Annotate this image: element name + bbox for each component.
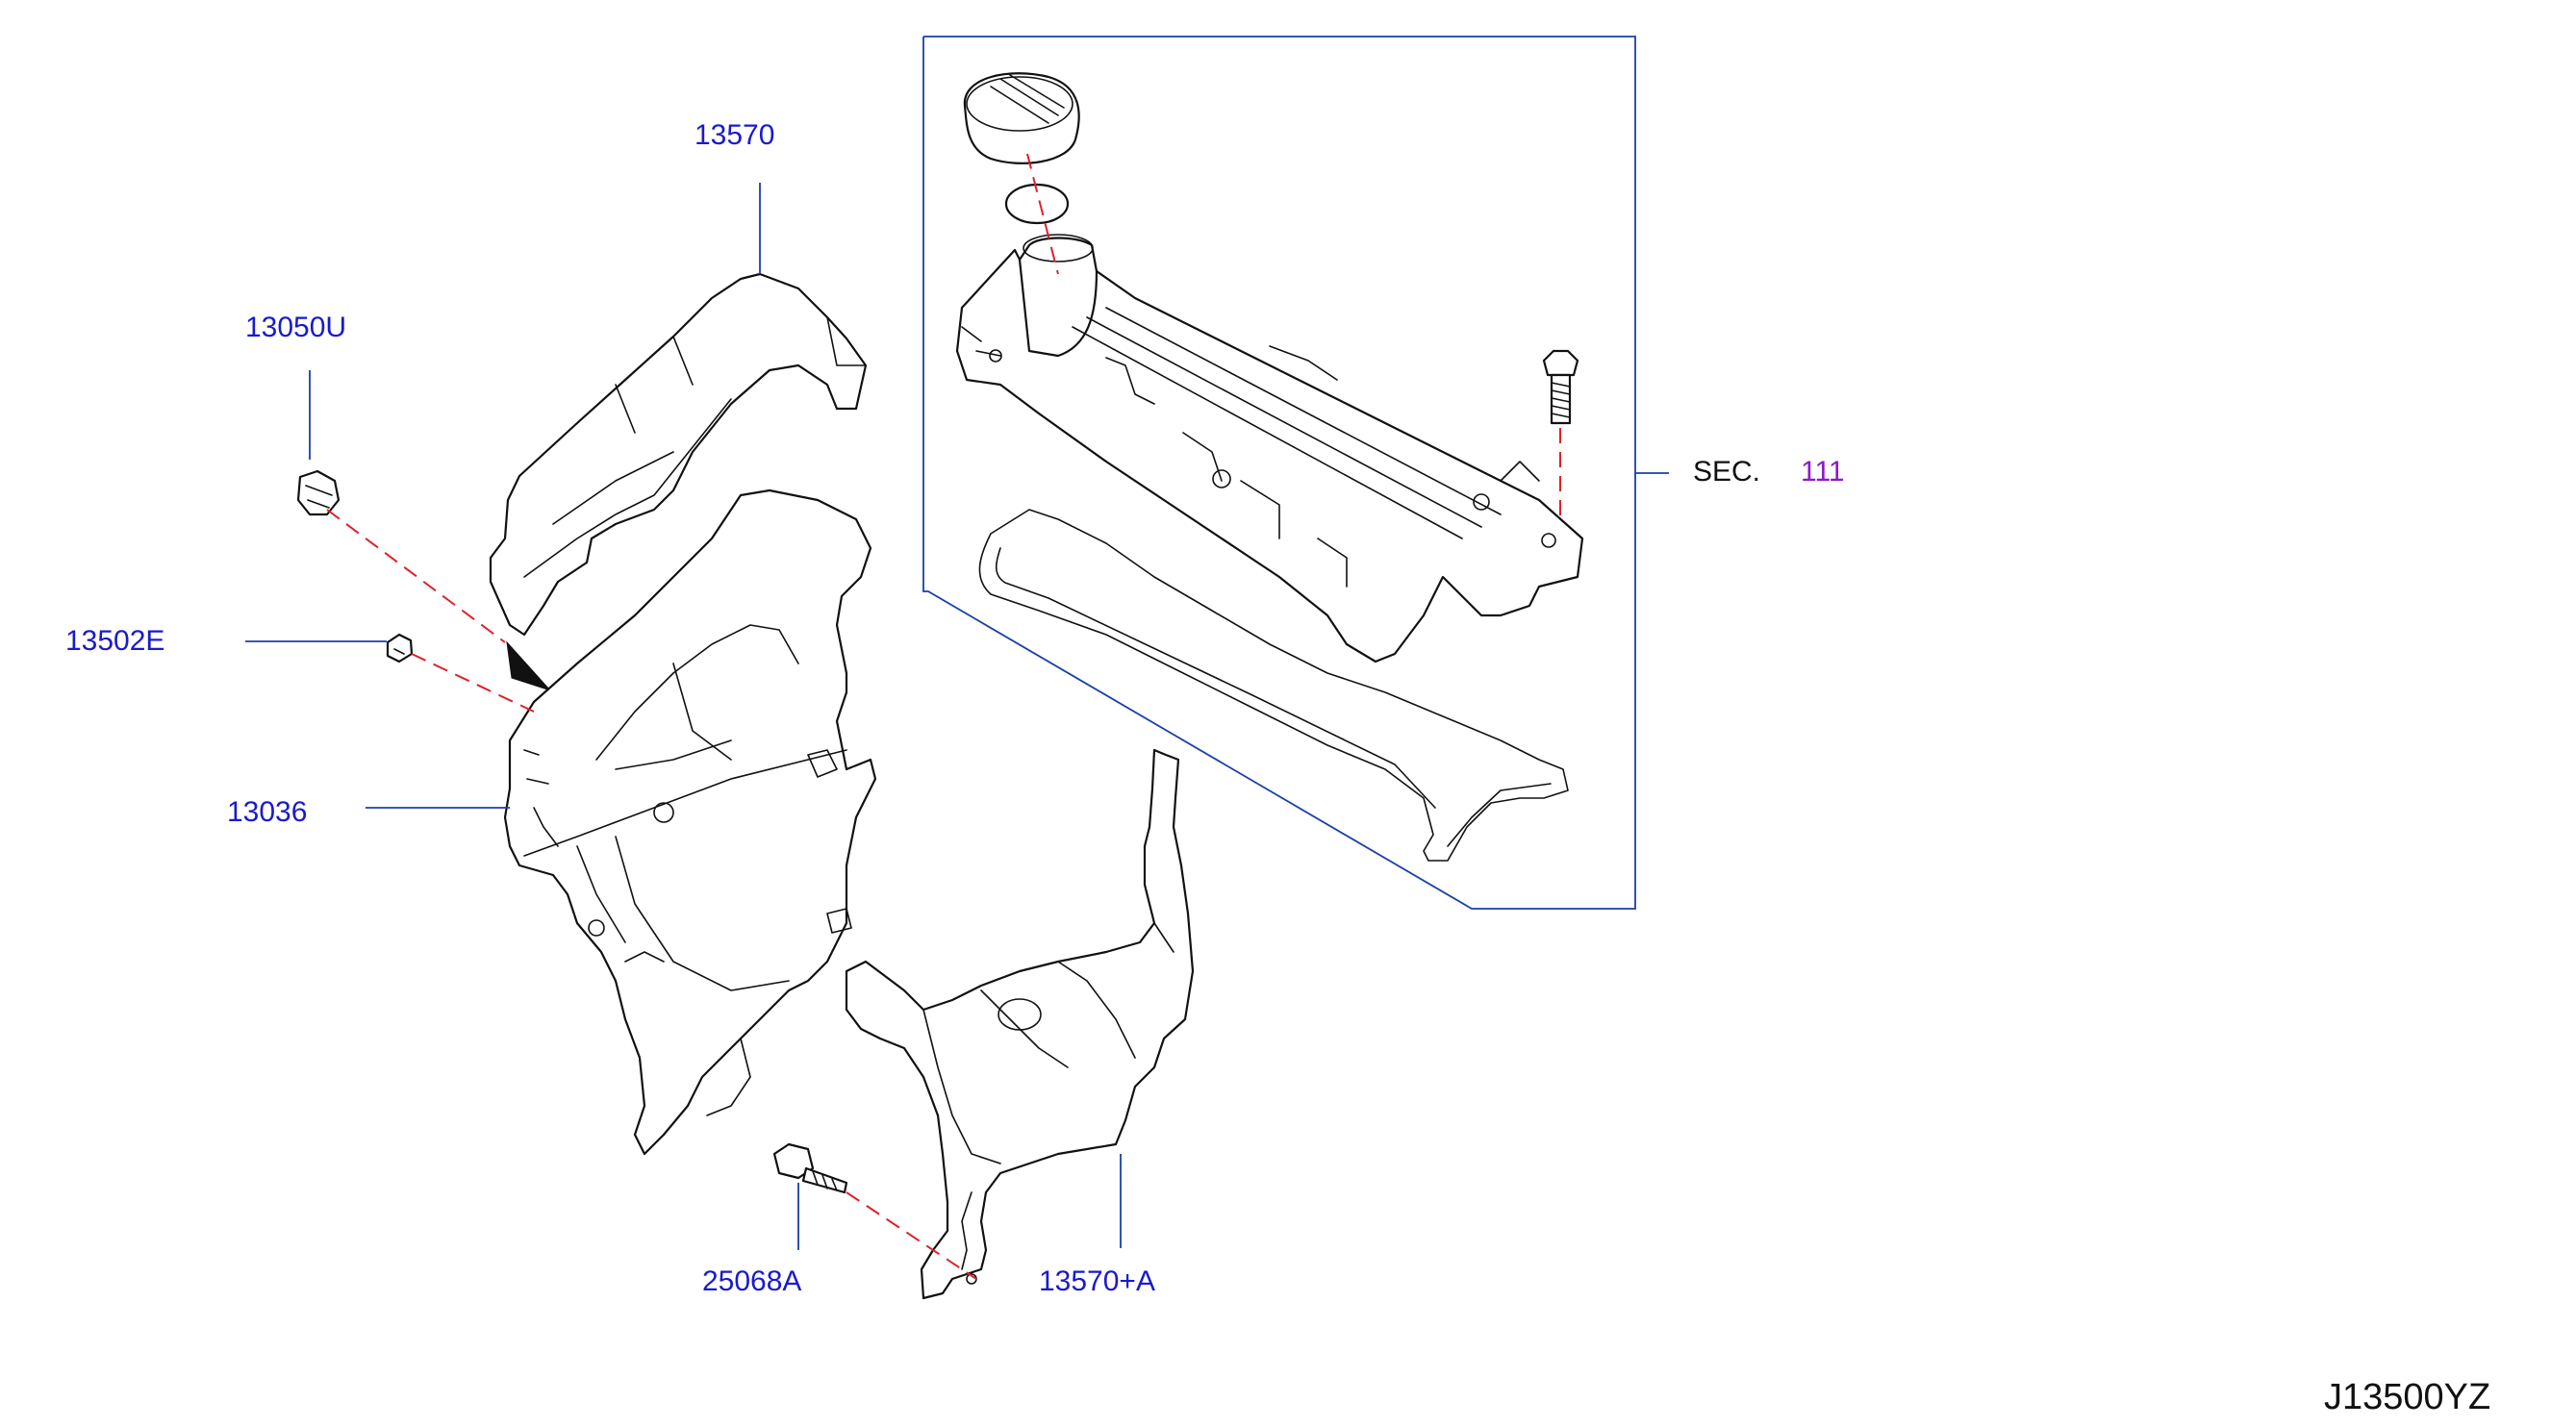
lower-timing-cover — [845, 748, 1195, 1300]
upper-timing-cover — [489, 272, 868, 637]
part-label-13570A[interactable]: 13570+A — [1039, 1265, 1155, 1297]
diagram-code: J13500YZ — [2324, 1377, 2491, 1417]
part-label-13502E[interactable]: 13502E — [65, 625, 165, 657]
section-ref-prefix: SEC. — [1693, 456, 1761, 488]
part-label-13570[interactable]: 13570 — [695, 119, 775, 151]
clip-13050U — [296, 469, 341, 516]
part-label-13036[interactable]: 13036 — [227, 796, 308, 828]
rocker-cover-gasket — [978, 509, 1569, 862]
part-label-13050U[interactable]: 13050U — [245, 312, 347, 343]
oil-filler-cap — [963, 72, 1080, 164]
part-label-25068A[interactable]: 25068A — [702, 1265, 802, 1297]
dash-clip — [326, 509, 506, 643]
inner-timing-cover — [503, 488, 877, 1156]
rocker-cover — [955, 234, 1584, 663]
section-ref-number[interactable]: 111 — [1801, 456, 1845, 488]
direction-arrow — [506, 640, 552, 692]
filler-cap-gasket — [1004, 183, 1070, 225]
bolt-13502E — [386, 633, 414, 663]
bolt-25068A — [772, 1142, 848, 1194]
rocker-cover-bolt — [1542, 349, 1579, 425]
dash-cap-to-filler — [1026, 153, 1059, 275]
section-111-frame — [922, 36, 1669, 910]
dash-bolt-25068A — [846, 1191, 977, 1280]
